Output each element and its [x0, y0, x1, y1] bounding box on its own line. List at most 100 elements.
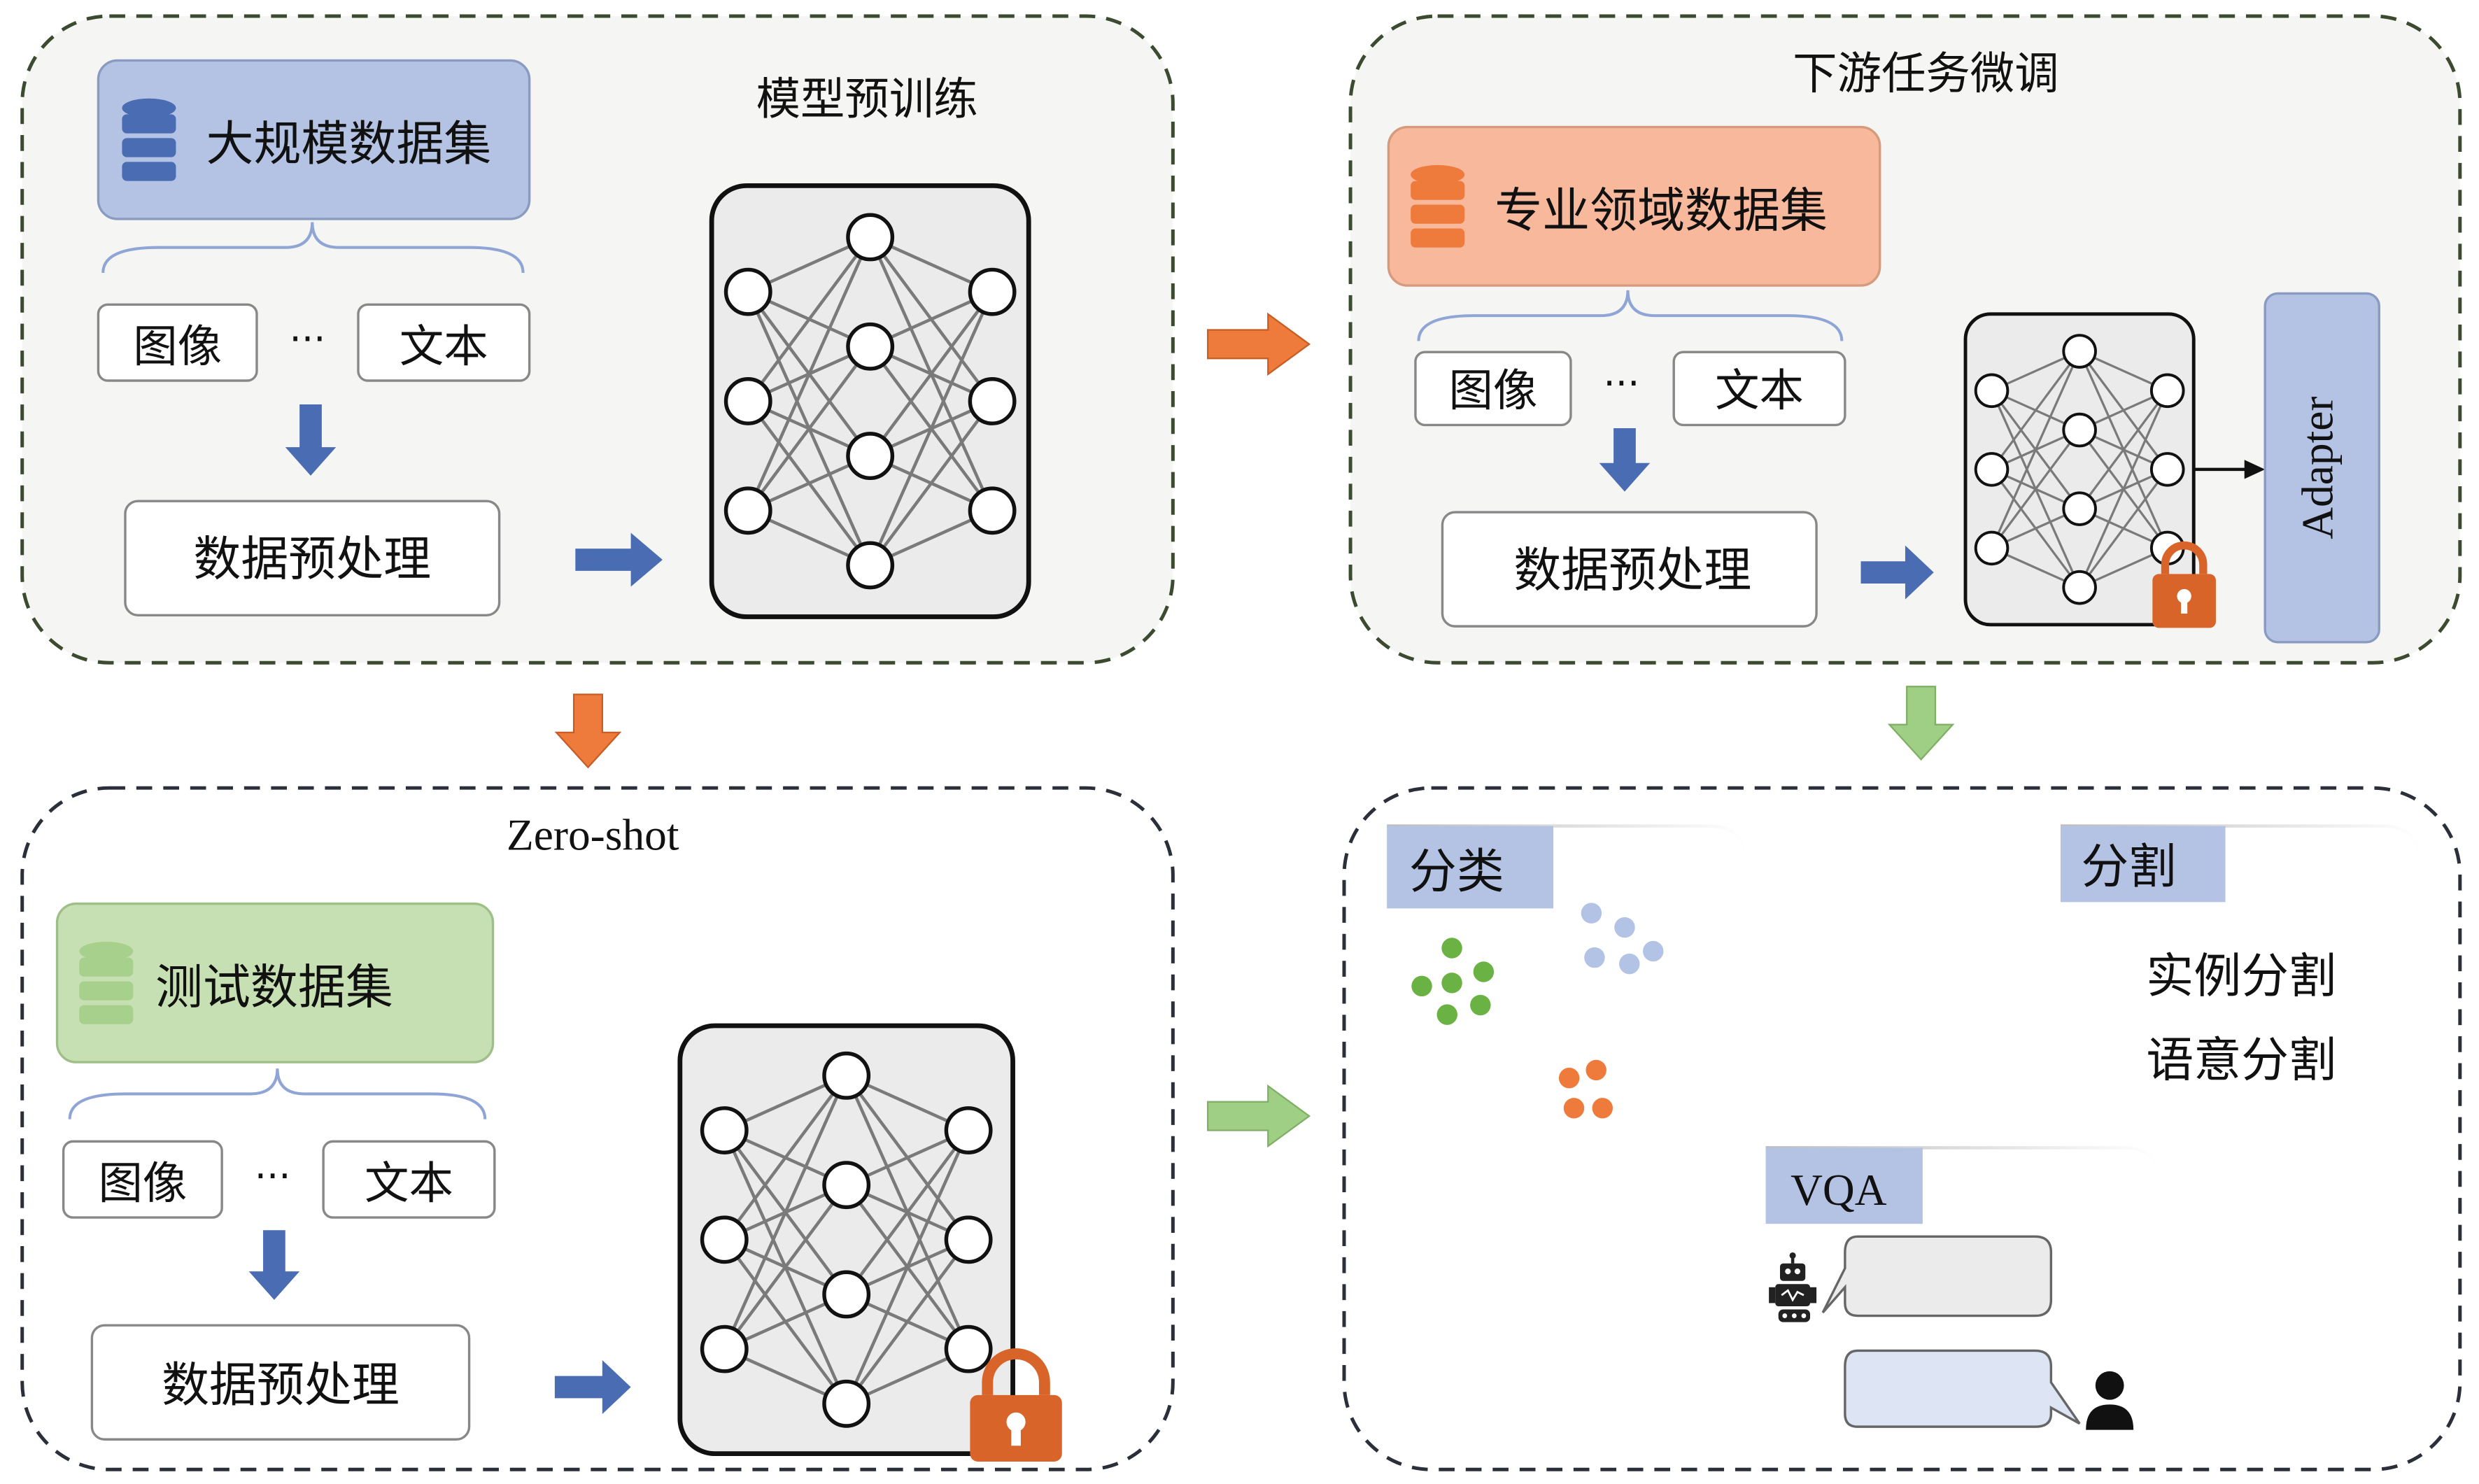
nn-edge [723, 1184, 848, 1350]
zeroshot-preprocess-label: 数据预处理 [162, 1358, 400, 1413]
nn-edge [747, 236, 872, 402]
pretrain-down-arrow [285, 404, 337, 476]
nn-node [944, 1106, 993, 1154]
panel-pretrain: 模型预训练 大规模数据集 图像 ··· 文本 数据预处理 [20, 14, 1175, 665]
vqa-user-bubble [1844, 1349, 2081, 1428]
zeroshot-text-label: 文本 [365, 1157, 453, 1209]
panel-finetune: 下游任务微调 专业领域数据集 图像 ··· 文本 数据预处理 [1348, 14, 2462, 665]
zeroshot-dataset-box: 测试数据集 [55, 902, 495, 1063]
finetune-down-arrow [1599, 427, 1651, 492]
lock-icon [2152, 541, 2216, 628]
zeroshot-preprocess-box [90, 1324, 471, 1441]
zeroshot-ellipsis: ··· [255, 1154, 291, 1198]
nn-node [2062, 491, 2097, 526]
nn-node [1974, 373, 2010, 409]
pretrain-dataset-box: 大规模数据集 [97, 59, 531, 220]
adapter-label: Adapter [2292, 396, 2342, 539]
nn-node [723, 486, 772, 535]
nn-edge [2078, 390, 2169, 588]
finetune-text-box [1672, 351, 1846, 427]
task-vqa-tab [1765, 1147, 1923, 1224]
database-icon [79, 941, 134, 1024]
vqa-bot-bubble [1821, 1235, 2053, 1317]
finetune-dataset-label: 专业领域数据集 [1495, 183, 1828, 239]
finetune-dataset-box: 专业领域数据集 [1387, 125, 1881, 287]
nn-edge [868, 290, 994, 457]
nn-node [723, 377, 772, 425]
adapter-box [2263, 292, 2380, 644]
nn-edge [1991, 429, 2081, 549]
pretrain-image-box [97, 303, 258, 382]
pretrain-image-label: 图像 [133, 320, 222, 372]
cluster-orange [1558, 1059, 1613, 1119]
finetune-image-label: 图像 [1449, 365, 1538, 416]
pretrain-text-label: 文本 [400, 320, 488, 372]
nn-edge [723, 1075, 848, 1350]
nn-edge [2078, 390, 2169, 510]
zeroshot-dataset-label: 测试数据集 [155, 960, 393, 1015]
arrow-zeroshot-to-tasks [1207, 1084, 1311, 1148]
nn-node [846, 432, 895, 481]
pretrain-dataset-label: 大规模数据集 [206, 117, 492, 172]
pretrain-preprocess-label: 数据预处理 [193, 532, 431, 588]
nn-node [700, 1215, 749, 1264]
pretrain-ellipsis: ··· [290, 317, 326, 361]
neural-network-icon [709, 183, 1031, 619]
nn-node [2149, 373, 2185, 409]
task-segmentation-tab [2060, 826, 2226, 903]
panel-zeroshot: Zero-shot 测试数据集 图像 ··· 文本 数据预处理 [20, 786, 1175, 1471]
neural-network-icon [677, 1023, 1015, 1457]
finetune-right-arrow [1860, 545, 1934, 600]
nn-node [2062, 570, 2097, 605]
nn-node [846, 213, 895, 262]
nn-node [822, 1270, 871, 1319]
task-segmentation-label: 分割 [2081, 840, 2176, 895]
nn-node [944, 1215, 993, 1264]
nn-edge [845, 1129, 970, 1405]
nn-node [822, 1379, 871, 1428]
nn-node [968, 377, 1017, 425]
task-classification-tab [1387, 826, 1554, 909]
nn-edge [868, 291, 994, 566]
finetune-image-box [1414, 351, 1572, 427]
nn-node [1974, 452, 2010, 487]
pretrain-title: 模型预训练 [756, 73, 978, 125]
nn-node [2062, 412, 2097, 448]
nn-node [700, 1106, 749, 1154]
neural-network-icon [1963, 312, 2196, 627]
nn-node [2062, 334, 2097, 369]
nn-node [700, 1324, 749, 1373]
finetune-brace [1417, 290, 1844, 341]
nn-edge [845, 1129, 970, 1296]
nn-node [968, 486, 1017, 535]
finetune-preprocess-label: 数据预处理 [1513, 543, 1751, 598]
nn-node [944, 1324, 993, 1373]
pretrain-brace [101, 222, 525, 274]
pretrain-right-arrow [575, 532, 663, 587]
arrow-pretrain-to-finetune [1207, 312, 1311, 376]
nn-edge [747, 345, 872, 512]
semantic-segmentation-label: 语意分割 [2146, 1033, 2336, 1088]
pretrain-text-box [357, 303, 531, 382]
nn-node [822, 1051, 871, 1100]
robot-icon [1769, 1252, 1817, 1322]
pretrain-preprocess-box [124, 500, 501, 616]
task-classification-card: 分类 [1385, 824, 1749, 1142]
zeroshot-brace [68, 1068, 487, 1119]
nn-node [2149, 452, 2185, 487]
arrow-pretrain-to-zeroshot [554, 693, 622, 769]
zeroshot-image-box [62, 1140, 223, 1219]
task-segmentation-card: 分割 实例分割 语意分割 [2058, 824, 2422, 1142]
task-classification-label: 分类 [1409, 845, 1504, 900]
nn-edge [868, 400, 994, 567]
instance-segmentation-label: 实例分割 [2146, 949, 2336, 1004]
zeroshot-image-label: 图像 [98, 1157, 187, 1209]
finetune-text-label: 文本 [1715, 365, 1804, 416]
database-icon [122, 98, 176, 181]
nn-node [1974, 530, 2010, 566]
nn-node [846, 322, 895, 371]
nn-edge [1991, 351, 2081, 549]
nn-edge [747, 236, 872, 511]
nn-edge [2078, 468, 2169, 588]
